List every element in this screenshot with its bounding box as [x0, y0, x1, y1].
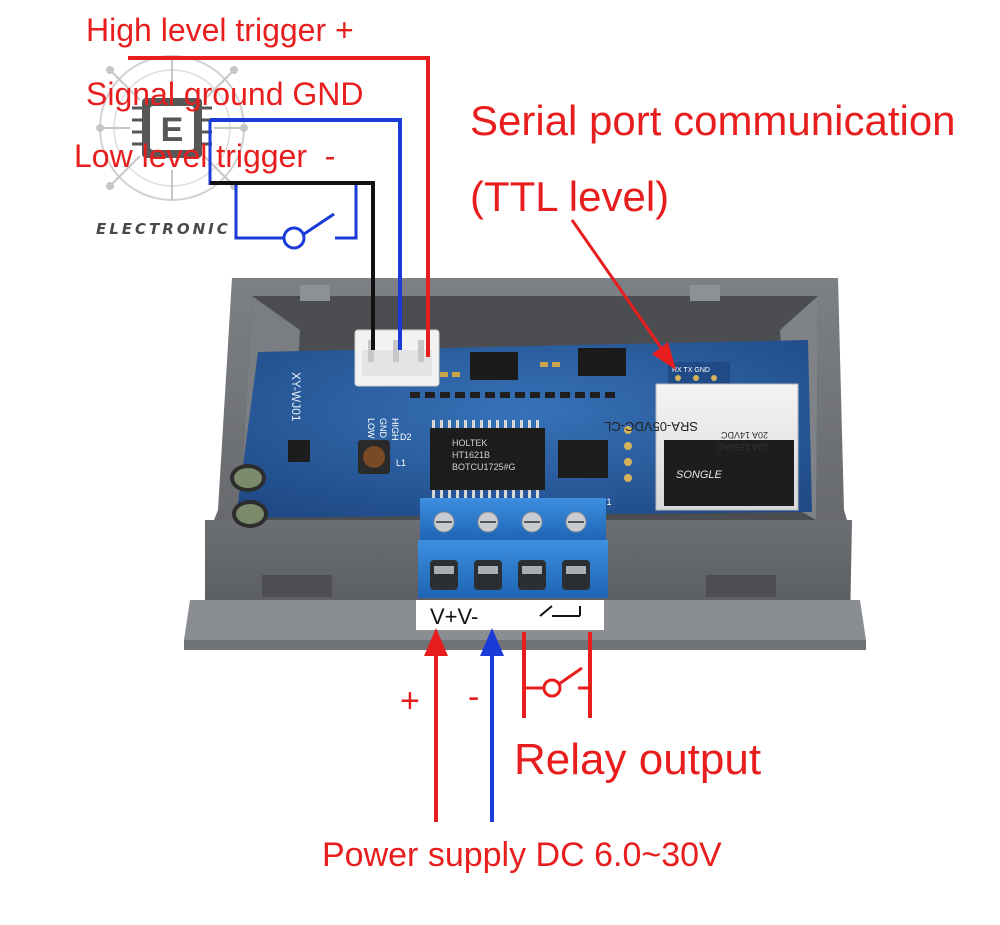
optocoupler-chip [578, 348, 626, 376]
relay-rating-dc: 20A 14VDC [720, 430, 768, 440]
watermark-logo-letter: E [161, 111, 184, 149]
label-low-trigger-sign: - [324, 138, 336, 174]
relay-rating-ac: 20A 125VAC [717, 442, 768, 452]
chip-model: HT1621B [452, 450, 490, 460]
label-plus-sign: + [400, 682, 420, 720]
label-serial-port: Serial port communication [470, 97, 956, 144]
label-minus-sign: - [468, 678, 480, 716]
label-low-trigger-text: Low level trigger [74, 138, 307, 174]
power-relay-terminal-block [418, 498, 608, 598]
label-low-trigger: Low level trigger - [74, 140, 335, 172]
main-controller-chip: HOLTEK HT1621B BOTCU1725#G [430, 420, 545, 498]
inductor-label: L1 [396, 458, 406, 468]
signal-input-connector [354, 329, 440, 387]
terminal-power-labels: V+V- [430, 604, 478, 629]
relay-module: SRA-05VDC-CL 20A 14VDC 20A 125VAC SONGLE [604, 383, 799, 511]
wire-high-trigger [128, 56, 430, 357]
trigger-switch-symbol [282, 212, 335, 250]
serial-port-header: RX TX GND [668, 362, 730, 384]
serial-pin-labels: RX TX GND [672, 367, 710, 374]
watermark-logo: E [96, 55, 248, 201]
diode-label: D2 [400, 432, 412, 442]
connector-pin-gnd: GND [378, 418, 388, 439]
terminal-label-plate: V+V- [416, 600, 604, 630]
board-model-label: XY-WJ01 [289, 372, 303, 422]
relay-brand: SONGLE [676, 469, 723, 481]
connector-pin-high: HIGH [390, 418, 400, 441]
label-relay-output: Relay output [514, 735, 762, 784]
label-high-trigger: High level trigger + [86, 14, 354, 46]
chip-brand: HOLTEK [452, 438, 487, 448]
relay-model: SRA-05VDC-CL [604, 419, 698, 434]
wire-low-trigger [210, 181, 375, 350]
label-signal-ground: Signal ground GND [86, 76, 364, 112]
relay-output-wires [522, 632, 592, 718]
header-pins [624, 426, 632, 482]
label-high-trigger-sign: + [335, 12, 354, 48]
serial-port-arrow [570, 219, 676, 370]
wire-signal-ground [208, 118, 402, 350]
optocoupler-chip [470, 352, 518, 380]
chip-batch: BOTCU1725#G [452, 462, 516, 472]
secondary-chip [558, 440, 608, 478]
watermark-text: ELECTRONIC [96, 220, 231, 238]
power-positive-arrow [424, 628, 448, 822]
power-negative-arrow [480, 628, 504, 822]
label-power-supply: Power supply DC 6.0~30V [322, 836, 722, 874]
capacitors [230, 464, 268, 528]
label-ttl-level: (TTL level) [470, 173, 670, 220]
label-high-trigger-text: High level trigger [86, 12, 327, 48]
regulator-chip [288, 440, 310, 462]
connector-pin-low: LOW [366, 418, 376, 439]
